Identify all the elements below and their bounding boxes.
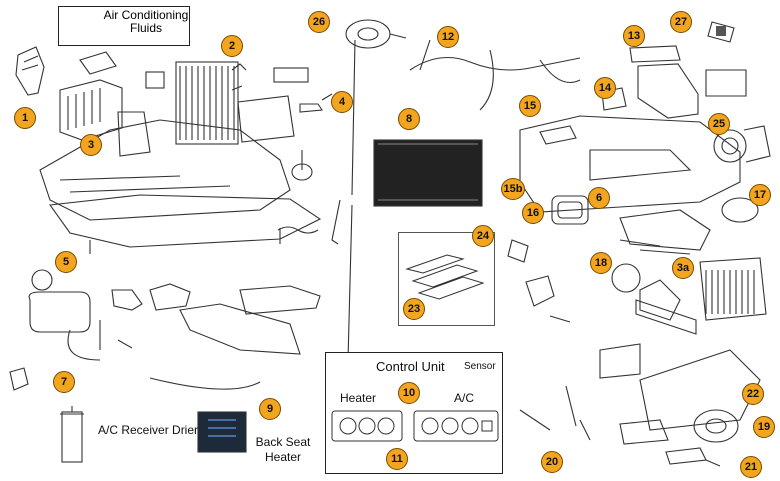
callout-20[interactable]: 20 (541, 451, 563, 473)
ac-fluids-box[interactable]: Air Conditioning Fluids (58, 6, 190, 46)
callout-9[interactable]: 9 (259, 398, 281, 420)
callout-7[interactable]: 7 (53, 371, 75, 393)
receiver-drier-label: A/C Receiver Drier (98, 423, 199, 437)
callout-14[interactable]: 14 (594, 77, 616, 99)
callout-17[interactable]: 17 (749, 184, 771, 206)
callout-11[interactable]: 11 (386, 448, 408, 470)
callout-23[interactable]: 23 (403, 298, 425, 320)
callout-15[interactable]: 15 (519, 95, 541, 117)
callout-15b[interactable]: 15b (501, 178, 525, 200)
callout-21[interactable]: 21 (740, 456, 762, 478)
callout-8[interactable]: 8 (398, 108, 420, 130)
callout-18[interactable]: 18 (590, 252, 612, 274)
callout-2[interactable]: 2 (221, 35, 243, 57)
callout-12[interactable]: 12 (437, 26, 459, 48)
callout-25[interactable]: 25 (708, 113, 730, 135)
callout-4[interactable]: 4 (331, 91, 353, 113)
callout-3a[interactable]: 3a (672, 257, 694, 279)
callout-16[interactable]: 16 (522, 202, 544, 224)
callout-27[interactable]: 27 (670, 11, 692, 33)
callout-26[interactable]: 26 (308, 11, 330, 33)
control-panels-drawing (331, 410, 499, 442)
callout-22[interactable]: 22 (742, 383, 764, 405)
callout-5[interactable]: 5 (55, 251, 77, 273)
ac-label: A/C (454, 391, 475, 405)
callout-13[interactable]: 13 (623, 25, 645, 47)
cabin-filter-drawing (405, 254, 485, 300)
ac-fluids-label: Air Conditioning Fluids (103, 8, 189, 35)
callout-19[interactable]: 19 (753, 416, 775, 438)
callout-3[interactable]: 3 (80, 134, 102, 156)
back-seat-heater-label: Back Seat Heater (255, 435, 311, 464)
heater-label: Heater (340, 391, 377, 405)
callout-6[interactable]: 6 (588, 187, 610, 209)
sensor-label: Sensor (464, 361, 496, 372)
callout-1[interactable]: 1 (14, 107, 36, 129)
callout-24[interactable]: 24 (472, 225, 494, 247)
callout-10[interactable]: 10 (398, 382, 420, 404)
control-unit-box: Control Unit Sensor Heater A/C (325, 352, 503, 474)
control-unit-title: Control Unit (376, 359, 445, 374)
